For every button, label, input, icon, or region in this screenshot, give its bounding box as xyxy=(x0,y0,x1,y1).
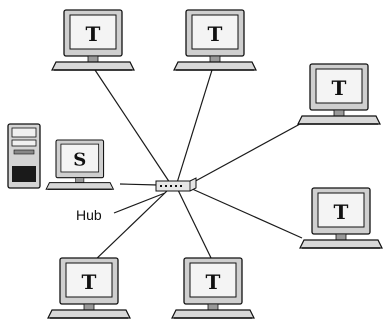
terminal-1-letter: T xyxy=(86,22,101,46)
terminal-computer-icon: T xyxy=(47,257,131,319)
hub-icon xyxy=(155,177,197,192)
terminal-6-letter: T xyxy=(206,270,221,294)
cable-terminal-5 xyxy=(91,189,169,264)
terminal-computer-icon: T xyxy=(297,63,381,125)
cable-terminal-6 xyxy=(177,189,214,263)
cable-terminal-4 xyxy=(189,187,303,239)
terminal-3-letter: T xyxy=(332,76,347,100)
cable-terminal-3 xyxy=(189,123,301,185)
cable-terminal-2 xyxy=(175,69,213,187)
server-letter: S xyxy=(73,149,86,170)
hub-label-leader xyxy=(113,192,166,214)
terminal-computer-icon: T xyxy=(171,257,255,319)
terminal-computer-icon: T xyxy=(299,187,383,249)
terminal-5-letter: T xyxy=(82,270,97,294)
terminal-4-letter: T xyxy=(334,200,349,224)
terminal-computer-icon: T xyxy=(173,9,257,71)
cable-server xyxy=(119,183,159,186)
cable-terminal-1 xyxy=(94,69,173,187)
network-cables xyxy=(91,69,303,264)
terminal-2-letter: T xyxy=(208,22,223,46)
server-workstation-icon: S xyxy=(45,139,115,190)
hub-label: Hub xyxy=(76,207,102,223)
server-tower-icon xyxy=(7,123,41,189)
terminal-computer-icon: T xyxy=(51,9,135,71)
